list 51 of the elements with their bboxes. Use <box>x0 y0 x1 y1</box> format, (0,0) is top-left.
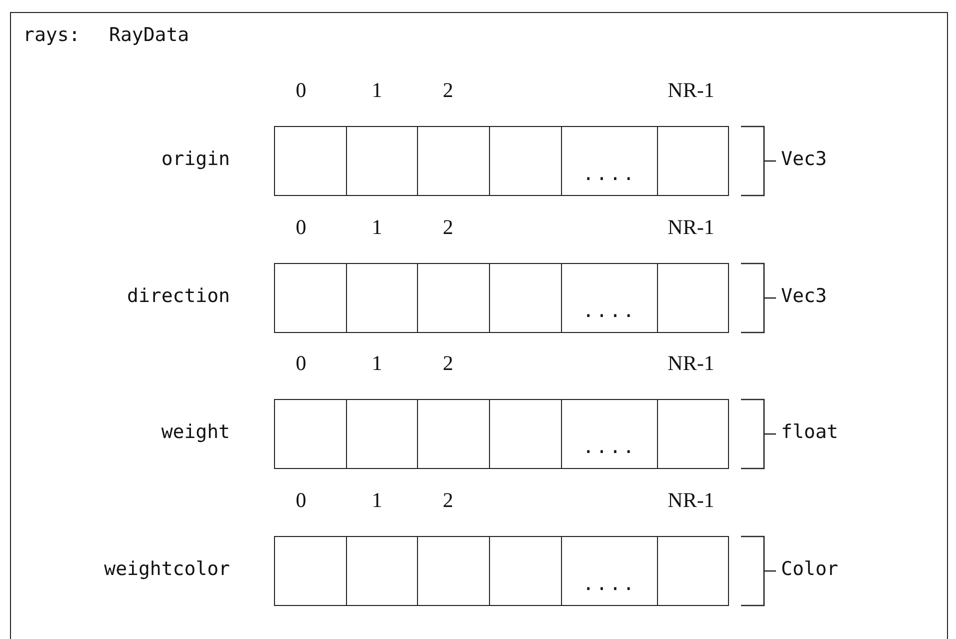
array-cell <box>274 126 347 196</box>
array-cell <box>346 536 418 606</box>
field-name: direction <box>127 285 230 307</box>
type-name: Color <box>781 558 838 580</box>
array-cell <box>489 536 562 606</box>
index-label: 0 <box>296 78 306 103</box>
index-label: 0 <box>296 351 306 376</box>
array-cell <box>657 399 729 469</box>
array-cell <box>489 399 562 469</box>
field-name: weight <box>161 421 230 443</box>
type-name: RayData <box>109 24 190 46</box>
index-label: 0 <box>296 488 306 513</box>
array-cell <box>489 263 562 333</box>
array-cell: .... <box>561 536 658 606</box>
array-cell: .... <box>561 399 658 469</box>
index-label: 0 <box>296 215 306 240</box>
array-cell <box>657 536 729 606</box>
type-name: Vec3 <box>781 285 827 307</box>
index-label: 2 <box>442 78 454 103</box>
array-cell <box>274 536 347 606</box>
field-name: weightcolor <box>104 558 230 580</box>
type-name: Vec3 <box>781 148 827 170</box>
array-cell <box>417 126 490 196</box>
index-label: 1 <box>372 488 382 513</box>
array-cell <box>274 399 347 469</box>
array-cell <box>417 263 490 333</box>
array-cell: .... <box>561 126 658 196</box>
array-cell <box>489 126 562 196</box>
index-label: 2 <box>442 488 454 513</box>
array-cell <box>657 263 729 333</box>
type-name: float <box>781 421 838 443</box>
index-label: NR-1 <box>668 351 714 376</box>
index-label: 2 <box>442 351 454 376</box>
index-label: 1 <box>372 351 382 376</box>
index-label: NR-1 <box>668 215 714 240</box>
index-label: 1 <box>372 78 382 103</box>
index-label: NR-1 <box>668 78 714 103</box>
array-cell <box>657 126 729 196</box>
index-label: NR-1 <box>668 488 714 513</box>
index-label: 1 <box>372 215 382 240</box>
array-cell <box>417 536 490 606</box>
variable-name: rays: <box>23 24 80 46</box>
array-cell <box>346 263 418 333</box>
array-cell <box>346 126 418 196</box>
index-label: 2 <box>442 215 454 240</box>
frame-box <box>10 12 948 639</box>
array-cell <box>274 263 347 333</box>
array-cell: .... <box>561 263 658 333</box>
array-cell <box>346 399 418 469</box>
array-cell <box>417 399 490 469</box>
field-name: origin <box>161 148 230 170</box>
